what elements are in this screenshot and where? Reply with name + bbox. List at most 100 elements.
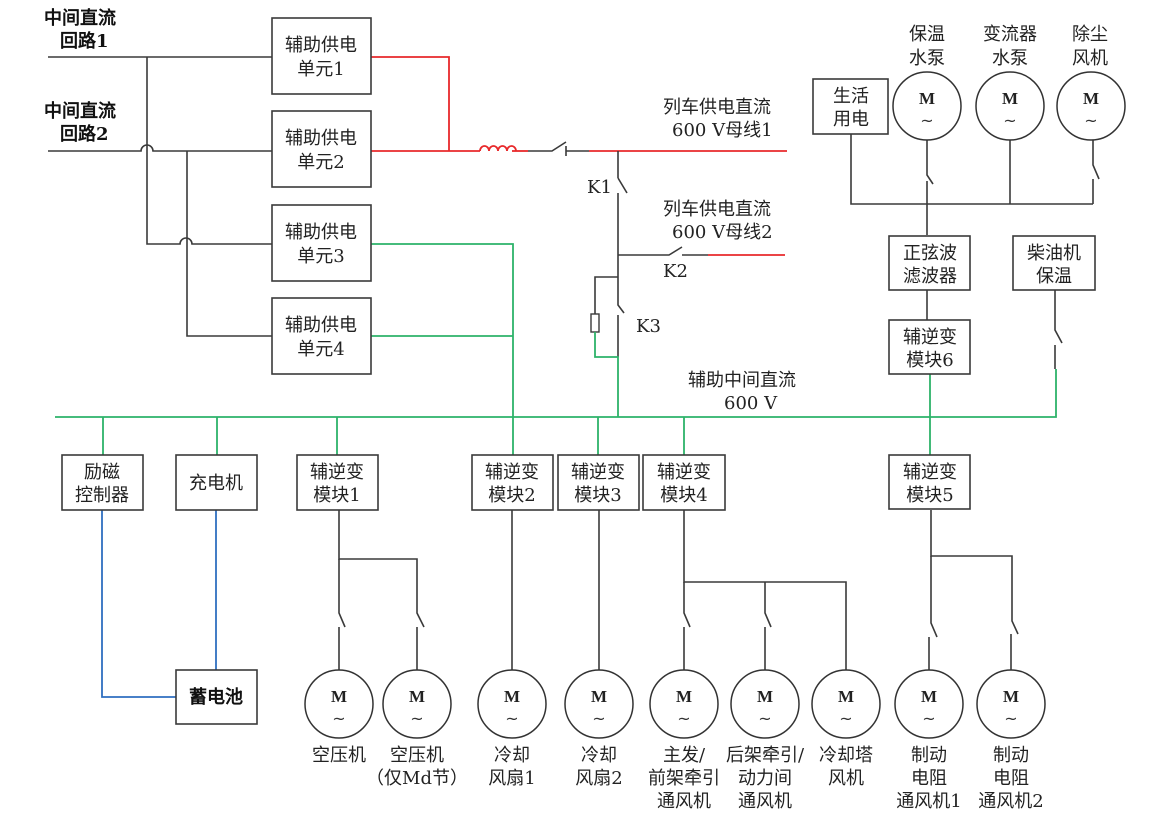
train-bus-2-label-line2: 600 V母线2 bbox=[672, 222, 773, 243]
aux-supply-unit-4[interactable]: 辅助供电 单元4 bbox=[271, 297, 372, 375]
inverter-module-2[interactable]: 辅逆变 模块2 bbox=[471, 454, 554, 511]
motor-air-compressor-md[interactable]: M~空压机（仅Md节） bbox=[366, 669, 468, 789]
motor-converter-pump-line2: 水泵 bbox=[992, 48, 1028, 69]
aux-supply-unit-3-line2: 单元3 bbox=[297, 246, 344, 267]
ac-symbol: ~ bbox=[758, 709, 771, 728]
motor-rear-traction-power-room-fan-label-line2: 动力间 bbox=[738, 768, 792, 789]
charger-box[interactable]: 充电机 bbox=[175, 454, 258, 511]
motor-heating-pump-line1: 保温 bbox=[909, 24, 945, 45]
motor-rear-traction-power-room-fan-label-line1: 后架牵引/ bbox=[726, 745, 805, 766]
inverter-module-6-line2: 模块6 bbox=[906, 350, 953, 371]
motor-symbol: M bbox=[757, 687, 773, 706]
motor-main-gen-front-traction-fan-label-line2: 前架牵引 bbox=[648, 768, 720, 789]
train-bus-2-label-line1: 列车供电直流 bbox=[663, 199, 771, 220]
motor-symbol: M bbox=[1083, 89, 1099, 108]
aux-supply-unit-1-line1: 辅助供电 bbox=[285, 35, 357, 56]
aux-supply-unit-3[interactable]: 辅助供电 单元3 bbox=[271, 204, 372, 282]
motor-icon bbox=[382, 669, 452, 739]
aux-supply-unit-1[interactable]: 辅助供电 单元1 bbox=[271, 17, 372, 95]
motor-brake-resistor-fan-1-label-line2: 电阻 bbox=[911, 768, 947, 789]
ac-symbol: ~ bbox=[410, 709, 423, 728]
motor-converter-pump-line1: 变流器 bbox=[983, 24, 1037, 45]
domestic-power-line1: 生活 bbox=[833, 86, 869, 107]
motor-brake-resistor-fan-1-label-line1: 制动 bbox=[911, 745, 947, 766]
motor-cooling-tower-fan-label-line2: 风机 bbox=[828, 768, 864, 789]
ac-symbol: ~ bbox=[1084, 111, 1097, 130]
aux-supply-unit-4-line2: 单元4 bbox=[297, 339, 344, 360]
inverter-module-4-line2: 模块4 bbox=[660, 485, 707, 506]
motor-brake-resistor-fan-2-label-line3: 通风机2 bbox=[978, 791, 1043, 812]
domestic-power-box[interactable]: 生活 用电 bbox=[812, 78, 889, 135]
inverter-module-5[interactable]: 辅逆变 模块5 bbox=[888, 454, 971, 510]
inverter-module-1-line1: 辅逆变 bbox=[310, 462, 364, 483]
motor-symbol: M bbox=[1003, 687, 1019, 706]
sine-filter-line2: 滤波器 bbox=[903, 266, 957, 287]
inverter-module-3-line1: 辅逆变 bbox=[571, 462, 625, 483]
motor-symbol: M bbox=[838, 687, 854, 706]
inverter-module-3[interactable]: 辅逆变 模块3 bbox=[557, 454, 640, 511]
inverter-module-3-line2: 模块3 bbox=[574, 485, 621, 506]
inverter-module-5-line1: 辅逆变 bbox=[903, 462, 957, 483]
ac-symbol: ~ bbox=[505, 709, 518, 728]
dc-link-2-label-line2: 回路2 bbox=[60, 123, 109, 145]
train-bus-1-label-line2: 600 V母线1 bbox=[672, 120, 773, 141]
ac-symbol: ~ bbox=[677, 709, 690, 728]
switch-k2-label: K2 bbox=[663, 261, 688, 282]
motor-air-compressor[interactable]: M~空压机 bbox=[304, 669, 374, 766]
ac-symbol: ~ bbox=[1003, 111, 1016, 130]
ac-symbol: ~ bbox=[839, 709, 852, 728]
switch-k1-label: K1 bbox=[587, 177, 612, 198]
ac-symbol: ~ bbox=[1004, 709, 1017, 728]
inverter-module-4[interactable]: 辅逆变 模块4 bbox=[642, 454, 726, 511]
inverter-module-6[interactable]: 辅逆变 模块6 bbox=[888, 319, 971, 375]
motor-symbol: M bbox=[331, 687, 347, 706]
inverter-module-1-line2: 模块1 bbox=[313, 485, 360, 506]
motor-cooling-tower-fan-label-line1: 冷却塔 bbox=[819, 745, 873, 766]
bottom-motors: M~空压机M~空压机（仅Md节）M~冷却风扇1M~冷却风扇2M~主发/前架牵引通… bbox=[304, 669, 1046, 812]
battery-box[interactable]: 蓄电池 bbox=[175, 669, 258, 725]
excitation-controller-box[interactable]: 励磁 控制器 bbox=[61, 454, 144, 511]
top-right-wiring bbox=[850, 134, 1100, 369]
aux-bus-label-line2: 600 V bbox=[724, 393, 778, 414]
motor-feeder-wiring bbox=[338, 510, 1019, 670]
excitation-controller-line2: 控制器 bbox=[75, 485, 129, 506]
dc-link-wiring bbox=[48, 56, 272, 337]
diesel-heating-line2: 保温 bbox=[1036, 266, 1072, 287]
diesel-heating-line1: 柴油机 bbox=[1027, 243, 1081, 264]
motor-dust-fan[interactable]: M ~ 除尘 风机 bbox=[1056, 24, 1126, 141]
motor-icon bbox=[811, 669, 881, 739]
motor-symbol: M bbox=[591, 687, 607, 706]
ac-symbol: ~ bbox=[332, 709, 345, 728]
dc-link-2-label-line1: 中间直流 bbox=[44, 100, 116, 122]
motor-heating-pump-line2: 水泵 bbox=[909, 48, 945, 69]
motor-heating-pump[interactable]: M ~ 保温 水泵 bbox=[892, 24, 962, 141]
motor-brake-resistor-fan-1-label-line3: 通风机1 bbox=[896, 791, 961, 812]
aux-supply-unit-1-line2: 单元1 bbox=[297, 59, 344, 80]
diesel-heating-box[interactable]: 柴油机 保温 bbox=[1012, 235, 1096, 291]
inverter-module-5-line2: 模块5 bbox=[906, 485, 953, 506]
inductor-icon bbox=[479, 145, 517, 152]
switch-k3-label: K3 bbox=[636, 316, 661, 337]
aux-supply-unit-2-line1: 辅助供电 bbox=[285, 128, 357, 149]
motor-main-gen-front-traction-fan-label-line1: 主发/ bbox=[663, 745, 706, 766]
motor-icon bbox=[894, 669, 964, 739]
motor-icon bbox=[304, 669, 374, 739]
sine-filter-box[interactable]: 正弦波 滤波器 bbox=[888, 235, 971, 291]
inverter-module-4-line1: 辅逆变 bbox=[657, 462, 711, 483]
motor-cooling-fan-2-label-line1: 冷却 bbox=[581, 745, 617, 766]
motor-converter-pump[interactable]: M ~ 变流器 水泵 bbox=[975, 24, 1045, 141]
resistor-icon bbox=[590, 313, 600, 333]
inverter-module-1[interactable]: 辅逆变 模块1 bbox=[296, 454, 379, 511]
aux-supply-unit-2[interactable]: 辅助供电 单元2 bbox=[271, 110, 372, 188]
motor-icon bbox=[1056, 71, 1126, 141]
main-breaker-icon bbox=[528, 141, 567, 152]
motor-symbol: M bbox=[504, 687, 520, 706]
